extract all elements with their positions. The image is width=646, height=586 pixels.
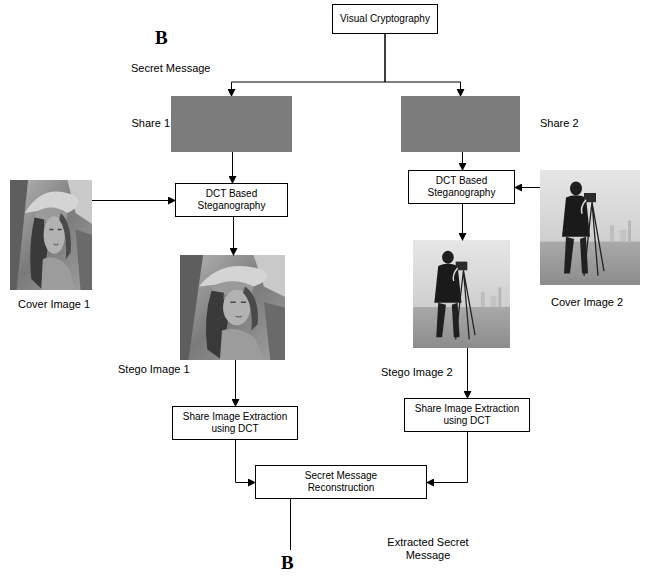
- process-box: Share Image Extraction using DCT: [404, 398, 530, 432]
- flow-arrow: [232, 34, 386, 96]
- box-text: Visual Cryptography: [340, 13, 430, 25]
- process-box: Share Image Extraction using DCT: [172, 406, 298, 440]
- flow-arrow: [467, 348, 468, 398]
- flow-arrow: [236, 440, 256, 483]
- cover-image-picture: [10, 180, 92, 290]
- process-box: DCT Based Steganography: [175, 183, 288, 217]
- share-block: Share 2: [401, 96, 520, 152]
- flow-arrow: [233, 217, 234, 255]
- stego-image-picture: [180, 255, 285, 360]
- box-text: Share Image Extraction using DCT: [409, 403, 525, 427]
- process-box: Secret Message Reconstruction: [255, 465, 427, 499]
- flow-arrow: [235, 360, 236, 406]
- box-text: DCT Based Steganography: [180, 188, 283, 212]
- flow-arrow: [427, 432, 468, 483]
- image-caption: Share 2: [540, 117, 579, 130]
- flow-arrow: [515, 187, 540, 188]
- message-symbol: B: [155, 28, 168, 48]
- image-caption: Stego Image 1: [118, 363, 190, 376]
- process-box: DCT Based Steganography: [408, 170, 515, 204]
- box-text: DCT Based Steganography: [413, 175, 510, 199]
- flow-arrow: [385, 34, 461, 96]
- process-box: Visual Cryptography: [332, 4, 438, 34]
- flow-arrow: [462, 204, 463, 240]
- flow-arrow: [92, 200, 175, 201]
- image-frame: Cover Image 2: [540, 170, 640, 285]
- image-caption: Cover Image 2: [551, 296, 623, 309]
- cover-image-picture: [540, 170, 640, 285]
- image-frame: Cover Image 1: [10, 180, 92, 290]
- flow-arrow: [462, 152, 463, 170]
- image-frame: Stego Image 1: [180, 255, 285, 360]
- box-text: Secret Message Reconstruction: [296, 470, 386, 494]
- share-block: Share 1: [171, 96, 292, 152]
- flow-arrow: [232, 152, 233, 183]
- message-label: Secret Message: [131, 62, 210, 75]
- image-caption: Cover Image 1: [18, 298, 90, 311]
- stego-image-picture: [413, 240, 510, 348]
- output-line: [290, 498, 291, 550]
- image-frame: Stego Image 2: [413, 240, 510, 348]
- box-text: Share Image Extraction using DCT: [177, 411, 293, 435]
- message-label: Extracted Secret Message: [380, 536, 476, 562]
- image-caption: Share 1: [131, 117, 170, 130]
- message-symbol: B: [281, 553, 294, 573]
- image-caption: Stego Image 2: [381, 366, 453, 379]
